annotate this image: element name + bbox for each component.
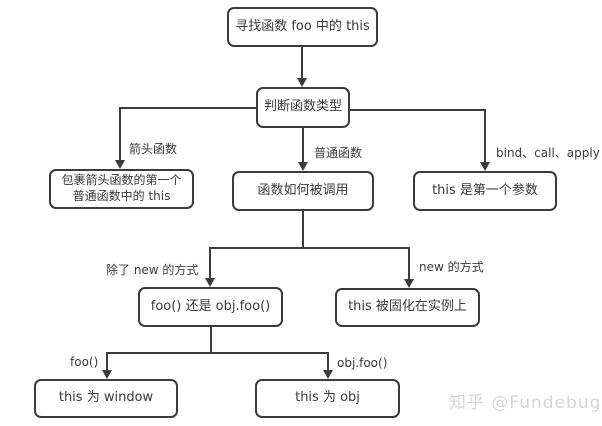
edge-label-new-way: new 的方式 (419, 260, 484, 274)
node-foo-or-objfoo: foo() 还是 obj.foo() (138, 287, 283, 327)
edge-label-arrow-fn: 箭头函数 (129, 142, 178, 156)
node-find-this: 寻找函数 foo 中的 this (227, 7, 378, 47)
watermark: 知乎 @Fundebug (449, 393, 602, 413)
node-this-window: this 为 window (34, 379, 178, 418)
edge-label-not-new: 除了 new 的方式 (106, 263, 199, 277)
edge-label-obj-foo-call: obj.foo() (337, 356, 388, 370)
node-arrow-wrap: 包裹箭头函数的第一个 普通函数中的 this (49, 169, 194, 209)
edge-label-foo-call: foo() (70, 355, 99, 369)
edge-label-normal-fn: 普通函数 (314, 146, 363, 160)
edge-label-bind-call-apply: bind、call、apply (496, 146, 600, 160)
node-judge-type: 判断函数类型 (256, 87, 350, 128)
node-how-called: 函数如何被调用 (232, 171, 374, 211)
node-first-param: this 是第一个参数 (413, 171, 557, 211)
node-fixed-instance: this 被固化在实例上 (335, 288, 480, 327)
node-this-obj: this 为 obj (255, 379, 400, 418)
